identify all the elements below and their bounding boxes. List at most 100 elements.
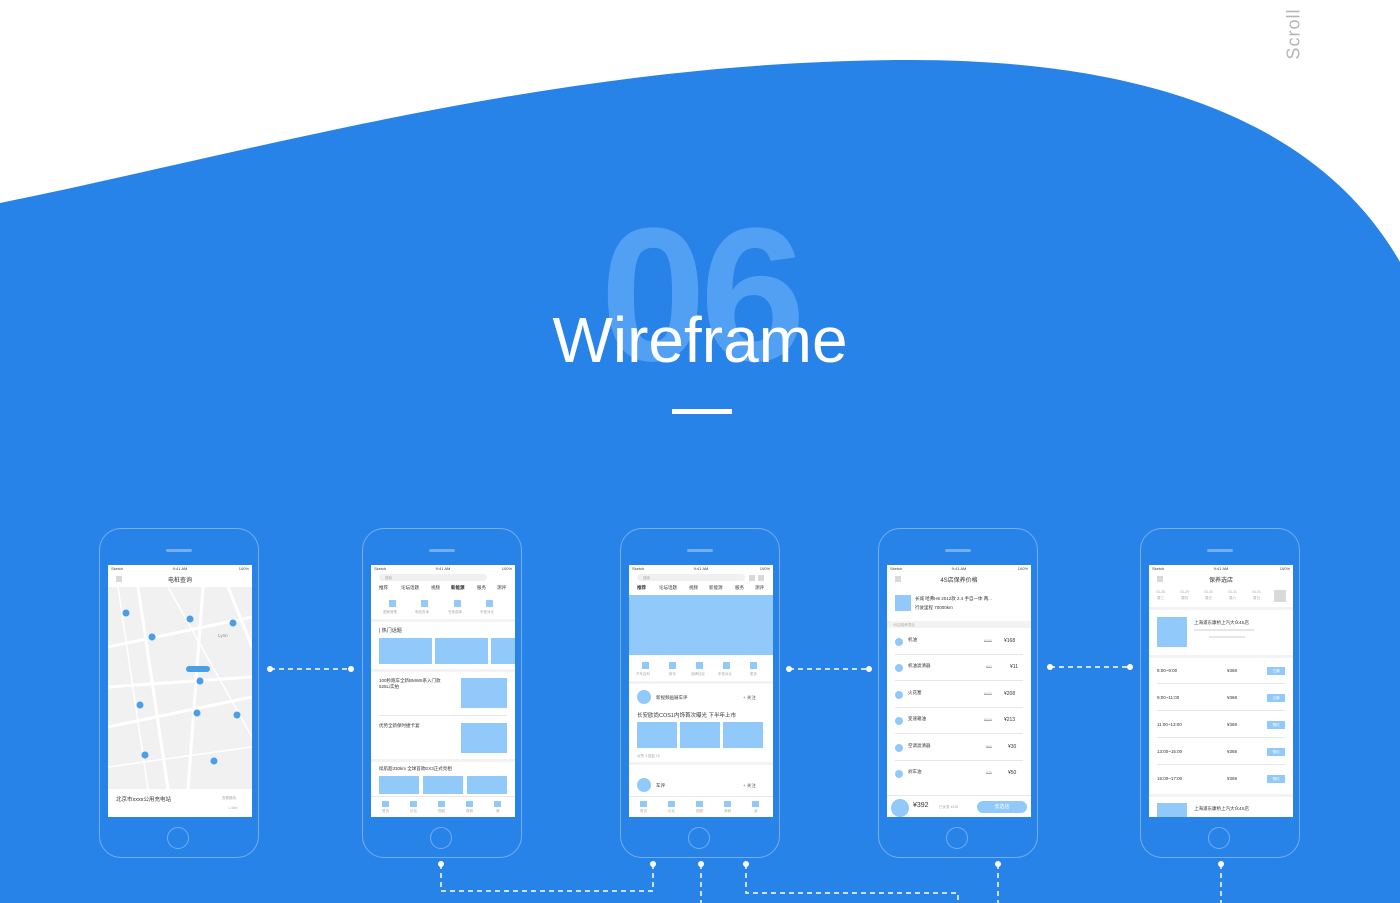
tab-video-icon[interactable] (438, 801, 445, 807)
search-input[interactable]: 搜索 (379, 574, 487, 581)
checkbox-checked-icon[interactable] (895, 717, 903, 725)
tab-forum[interactable]: 论坛话题 (401, 585, 419, 590)
route-link[interactable]: 查看路线 (222, 796, 236, 800)
article-title[interactable]: 续航超330km 全球首款EX3正式亮相 (379, 766, 452, 771)
post-image[interactable] (637, 722, 677, 748)
author-name[interactable]: 新视频画展车评 (656, 695, 688, 700)
article-thumbnail[interactable] (461, 723, 507, 753)
phone-screen: Sketch 9:41 AM 100% 保养选店 03-28 周三 03-29 … (1149, 565, 1293, 817)
date-day[interactable]: 03-31 (1228, 590, 1237, 594)
car-model[interactable]: 长城 哈弗H6 2012款 2.4 手自一体 两... (915, 596, 993, 601)
calendar-icon[interactable] (1274, 590, 1286, 602)
station-name[interactable]: 北京市xxxx公用充电站 (116, 797, 172, 803)
slot-button[interactable]: 预约 (1267, 721, 1285, 729)
search-input[interactable]: 搜索 (637, 574, 745, 581)
author-name[interactable]: 车评 (656, 783, 665, 788)
shortcut-icon[interactable] (421, 600, 428, 607)
item-old-price: ¥60 (986, 745, 992, 749)
post-image[interactable] (723, 722, 763, 748)
tab-review[interactable]: 测评 (755, 585, 764, 590)
slot-button[interactable]: 预约 (1267, 748, 1285, 756)
follow-button[interactable]: + 关注 (743, 783, 756, 788)
back-icon[interactable] (895, 576, 901, 582)
tab-me-icon[interactable] (752, 801, 759, 807)
date-day[interactable]: 03-30 (1204, 590, 1213, 594)
select-store-button[interactable]: 去选店 (977, 801, 1027, 813)
article-thumbnail[interactable] (461, 678, 507, 708)
article-title[interactable]: 100秒跑车全新BMW5系入门款525Li实拍 (379, 678, 441, 689)
phone-screen: Sketch 9:41 AM 100% 搜索 推荐 论坛话题 视频 新能源 服务… (371, 565, 515, 817)
checkbox-checked-icon[interactable] (895, 664, 903, 672)
shortcut-icon[interactable] (669, 662, 676, 669)
shortcut-icon[interactable] (723, 662, 730, 669)
tab-service[interactable]: 服务 (477, 585, 486, 590)
store-name[interactable]: 上海浦东康桥上汽大众4S店 (1194, 620, 1250, 625)
store-name[interactable]: 上海浦东康桥上汽大众4S店 (1194, 806, 1250, 811)
checkbox-checked-icon[interactable] (895, 770, 903, 778)
tab-new-energy[interactable]: 新能源 (451, 585, 465, 590)
tab-me-icon[interactable] (494, 801, 501, 807)
tab-video-icon[interactable] (696, 801, 703, 807)
article-title[interactable]: 优势全新保时捷卡宴 (379, 723, 420, 728)
tab-video[interactable]: 视频 (689, 585, 698, 590)
tab-forum-icon[interactable] (410, 801, 417, 807)
map-view[interactable] (108, 587, 252, 789)
tab-recommend[interactable]: 推荐 (637, 585, 646, 590)
shortcut-label: 品牌社区 (691, 672, 705, 676)
slot-button[interactable]: 预约 (1267, 775, 1285, 783)
home-button (167, 827, 189, 849)
post-headline[interactable]: 长安欧尚COS1内饰首次曝光 下半年上市 (637, 713, 737, 719)
tab-shop-icon[interactable] (466, 801, 473, 807)
back-icon[interactable] (116, 576, 122, 582)
shortcut-icon[interactable] (750, 662, 757, 669)
tab-home-icon[interactable] (382, 801, 389, 807)
screen-title: 电桩查询 (167, 578, 192, 584)
shortcut-icon[interactable] (696, 662, 703, 669)
tab-home-icon[interactable] (640, 801, 647, 807)
phone-mockup-recommend: Sketch 9:41 AM 100% 搜索 推荐 论坛话题 视频 新能源 服务… (620, 528, 780, 858)
saved-amount: 已优惠 ¥126 (939, 805, 959, 809)
slot-button[interactable]: 已满 (1267, 694, 1285, 702)
article-image[interactable] (379, 776, 419, 794)
cart-icon[interactable] (891, 799, 909, 817)
phone-speaker (1207, 549, 1233, 552)
date-day[interactable]: 03-29 (1180, 590, 1189, 594)
tab-new-energy[interactable]: 新能源 (709, 585, 723, 590)
slot-button[interactable]: 已满 (1267, 667, 1285, 675)
checkbox-checked-icon[interactable] (895, 691, 903, 699)
shortcut-icon[interactable] (389, 600, 396, 607)
title-underline (672, 409, 732, 414)
article-image[interactable] (467, 776, 507, 794)
checkbox-checked-icon[interactable] (895, 744, 903, 752)
tab-service[interactable]: 服务 (735, 585, 744, 590)
topic-card[interactable] (491, 638, 515, 664)
store-thumbnail[interactable] (1157, 617, 1187, 647)
menu-icon[interactable] (758, 575, 764, 581)
tab-shop-icon[interactable] (724, 801, 731, 807)
message-icon[interactable] (749, 575, 755, 581)
shortcut-icon[interactable] (454, 600, 461, 607)
back-icon[interactable] (1157, 576, 1163, 582)
hero-banner[interactable] (629, 595, 773, 655)
follow-button[interactable]: + 关注 (743, 695, 756, 700)
shortcut-icon[interactable] (486, 600, 493, 607)
tab-video[interactable]: 视频 (431, 585, 440, 590)
tab-forum[interactable]: 论坛话题 (659, 585, 677, 590)
tab-review[interactable]: 测评 (497, 585, 506, 590)
battery-label: 100% (759, 566, 770, 571)
topic-card[interactable] (379, 638, 432, 664)
author-avatar[interactable] (637, 778, 651, 792)
carrier-label: Sketch (111, 566, 124, 571)
author-avatar[interactable] (637, 690, 651, 704)
divider (1157, 710, 1285, 711)
tab-recommend[interactable]: 推荐 (379, 585, 388, 590)
date-day[interactable]: 03-28 (1156, 590, 1165, 594)
post-image[interactable] (680, 722, 720, 748)
article-image[interactable] (423, 776, 463, 794)
store-thumbnail[interactable] (1157, 803, 1187, 817)
tab-forum-icon[interactable] (668, 801, 675, 807)
shortcut-icon[interactable] (642, 662, 649, 669)
checkbox-checked-icon[interactable] (895, 638, 903, 646)
date-day[interactable]: 04-01 (1252, 590, 1261, 594)
topic-card[interactable] (435, 638, 488, 664)
